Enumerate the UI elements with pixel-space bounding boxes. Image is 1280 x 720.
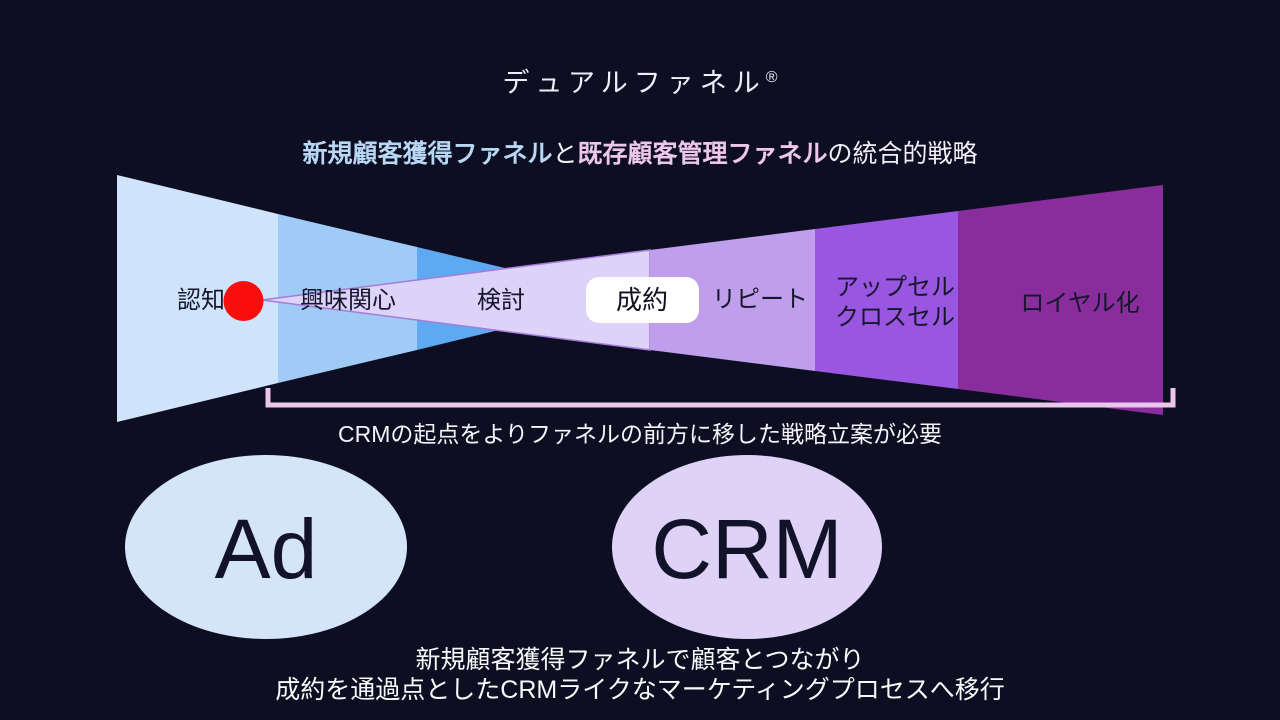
stage-label-interest: 興味関心: [300, 287, 396, 314]
footer-text: 新規顧客獲得ファネルで顧客とつながり 成約を通過点としたCRMライクなマーケティ…: [0, 645, 1280, 705]
stage-label-contract: 成約: [615, 285, 669, 315]
contract-highlight-box: [586, 277, 699, 323]
stage-label-loyalty: ロイヤル化: [1020, 290, 1140, 317]
slide-subtitle: 新規顧客獲得ファネルと既存顧客管理ファネルの統合的戦略: [0, 139, 1280, 169]
slide-title-text: デュアルファネル: [502, 68, 766, 98]
subtitle-suffix: の統合的戦略: [827, 140, 978, 168]
stage-label-repeat: リピート: [712, 286, 808, 313]
footer-line-1: 新規顧客獲得ファネルで顧客とつながり: [415, 646, 865, 674]
crm-start-point-marker: [223, 281, 264, 321]
subtitle-retention-funnel: 既存顧客管理ファネル: [577, 140, 828, 168]
funnel-segment-awareness: [117, 175, 278, 422]
ad-ellipse: [125, 455, 407, 639]
funnel-segment-loyalty: [958, 185, 1163, 415]
stage-label-crosssell: クロスセル: [835, 304, 955, 331]
registered-trademark-symbol: ®: [765, 69, 778, 86]
funnel-segment-repeat: [650, 229, 815, 371]
bracket-underline: [265, 388, 1176, 408]
stage-label-upsell-crosssell: アップセル クロスセル: [835, 273, 955, 333]
footer-line-2: 成約を通過点としたCRMライクなマーケティングプロセスへ移行: [275, 676, 1005, 704]
stage-label-awareness: 認知: [177, 287, 225, 314]
funnel-segment-upsell-crosssell: [815, 211, 958, 389]
stage-label-consideration: 検討: [477, 287, 525, 314]
ad-ellipse-label: Ad: [214, 502, 318, 596]
bracket-note: CRMの起点をよりファネルの前方に移した戦略立案が必要: [338, 421, 942, 447]
slide-title: デュアルファネル®: [0, 62, 1280, 99]
subtitle-acquisition-funnel: 新規顧客獲得ファネル: [302, 140, 553, 168]
crm-ellipse: [612, 455, 882, 639]
subtitle-connector: と: [552, 140, 578, 168]
stage-label-upsell: アップセル: [835, 274, 955, 301]
crm-ellipse-label: CRM: [651, 502, 843, 596]
